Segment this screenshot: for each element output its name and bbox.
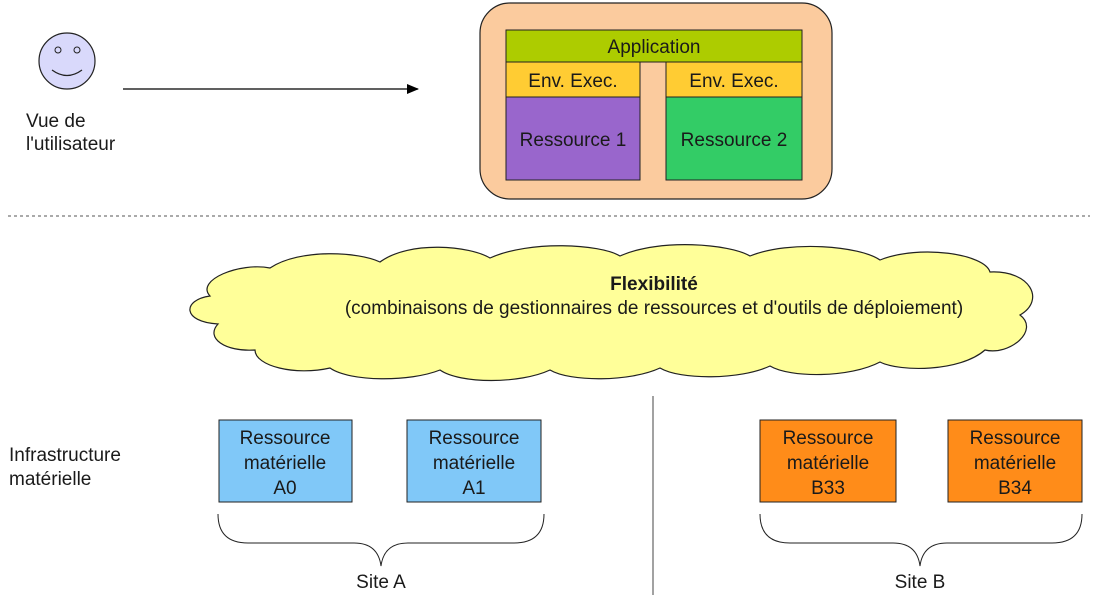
hardware-resource-b34-line2: matérielle	[974, 453, 1056, 474]
cloud-subtitle: (combinaisons de gestionnaires de ressou…	[345, 298, 963, 319]
application-label: Application	[608, 37, 701, 58]
env-exec-left-box	[505, 61, 641, 98]
hardware-resource-a1	[406, 419, 542, 503]
hardware-resource-a0-line2: matérielle	[244, 453, 326, 474]
hardware-resource-a0-line1: Ressource	[240, 428, 331, 449]
hardware-resource-b34-line1: Ressource	[970, 428, 1061, 449]
smiley-face-icon	[38, 32, 96, 90]
infrastructure-label-line1: Infrastructure	[9, 445, 121, 466]
application-box	[505, 29, 803, 63]
user-view-label-line1: Vue de	[26, 111, 86, 132]
resource-1-label: Ressource 1	[520, 130, 627, 151]
resource-2-label: Ressource 2	[681, 130, 788, 151]
hardware-resource-b33-line3: B33	[811, 478, 845, 499]
cloud-title: Flexibilité	[610, 274, 698, 295]
env-exec-right-box	[665, 61, 803, 98]
user-view-label-line2: l'utilisateur	[26, 134, 116, 155]
env-exec-left-label: Env. Exec.	[528, 71, 617, 92]
env-exec-right-label: Env. Exec.	[689, 71, 778, 92]
flexibility-cloud	[189, 244, 1034, 382]
hardware-resource-b33-line2: matérielle	[787, 453, 869, 474]
hardware-resource-a1-line3: A1	[462, 478, 485, 499]
hardware-resource-a0	[218, 419, 353, 503]
site-b-brace	[759, 513, 1083, 567]
hardware-resource-b33	[759, 419, 897, 503]
hardware-resource-a1-line1: Ressource	[429, 428, 520, 449]
site-b-label: Site B	[895, 572, 946, 593]
resource-1-box	[505, 96, 641, 181]
hardware-resource-b34	[947, 419, 1083, 503]
hardware-resource-a0-line3: A0	[273, 478, 296, 499]
hardware-resource-a1-line2: matérielle	[433, 453, 515, 474]
infrastructure-label-line2: matérielle	[9, 469, 91, 490]
hardware-resource-b34-line3: B34	[998, 478, 1032, 499]
site-a-label: Site A	[356, 572, 406, 593]
site-a-brace	[217, 513, 545, 567]
resource-2-box	[665, 96, 803, 181]
hardware-resource-b33-line1: Ressource	[783, 428, 874, 449]
